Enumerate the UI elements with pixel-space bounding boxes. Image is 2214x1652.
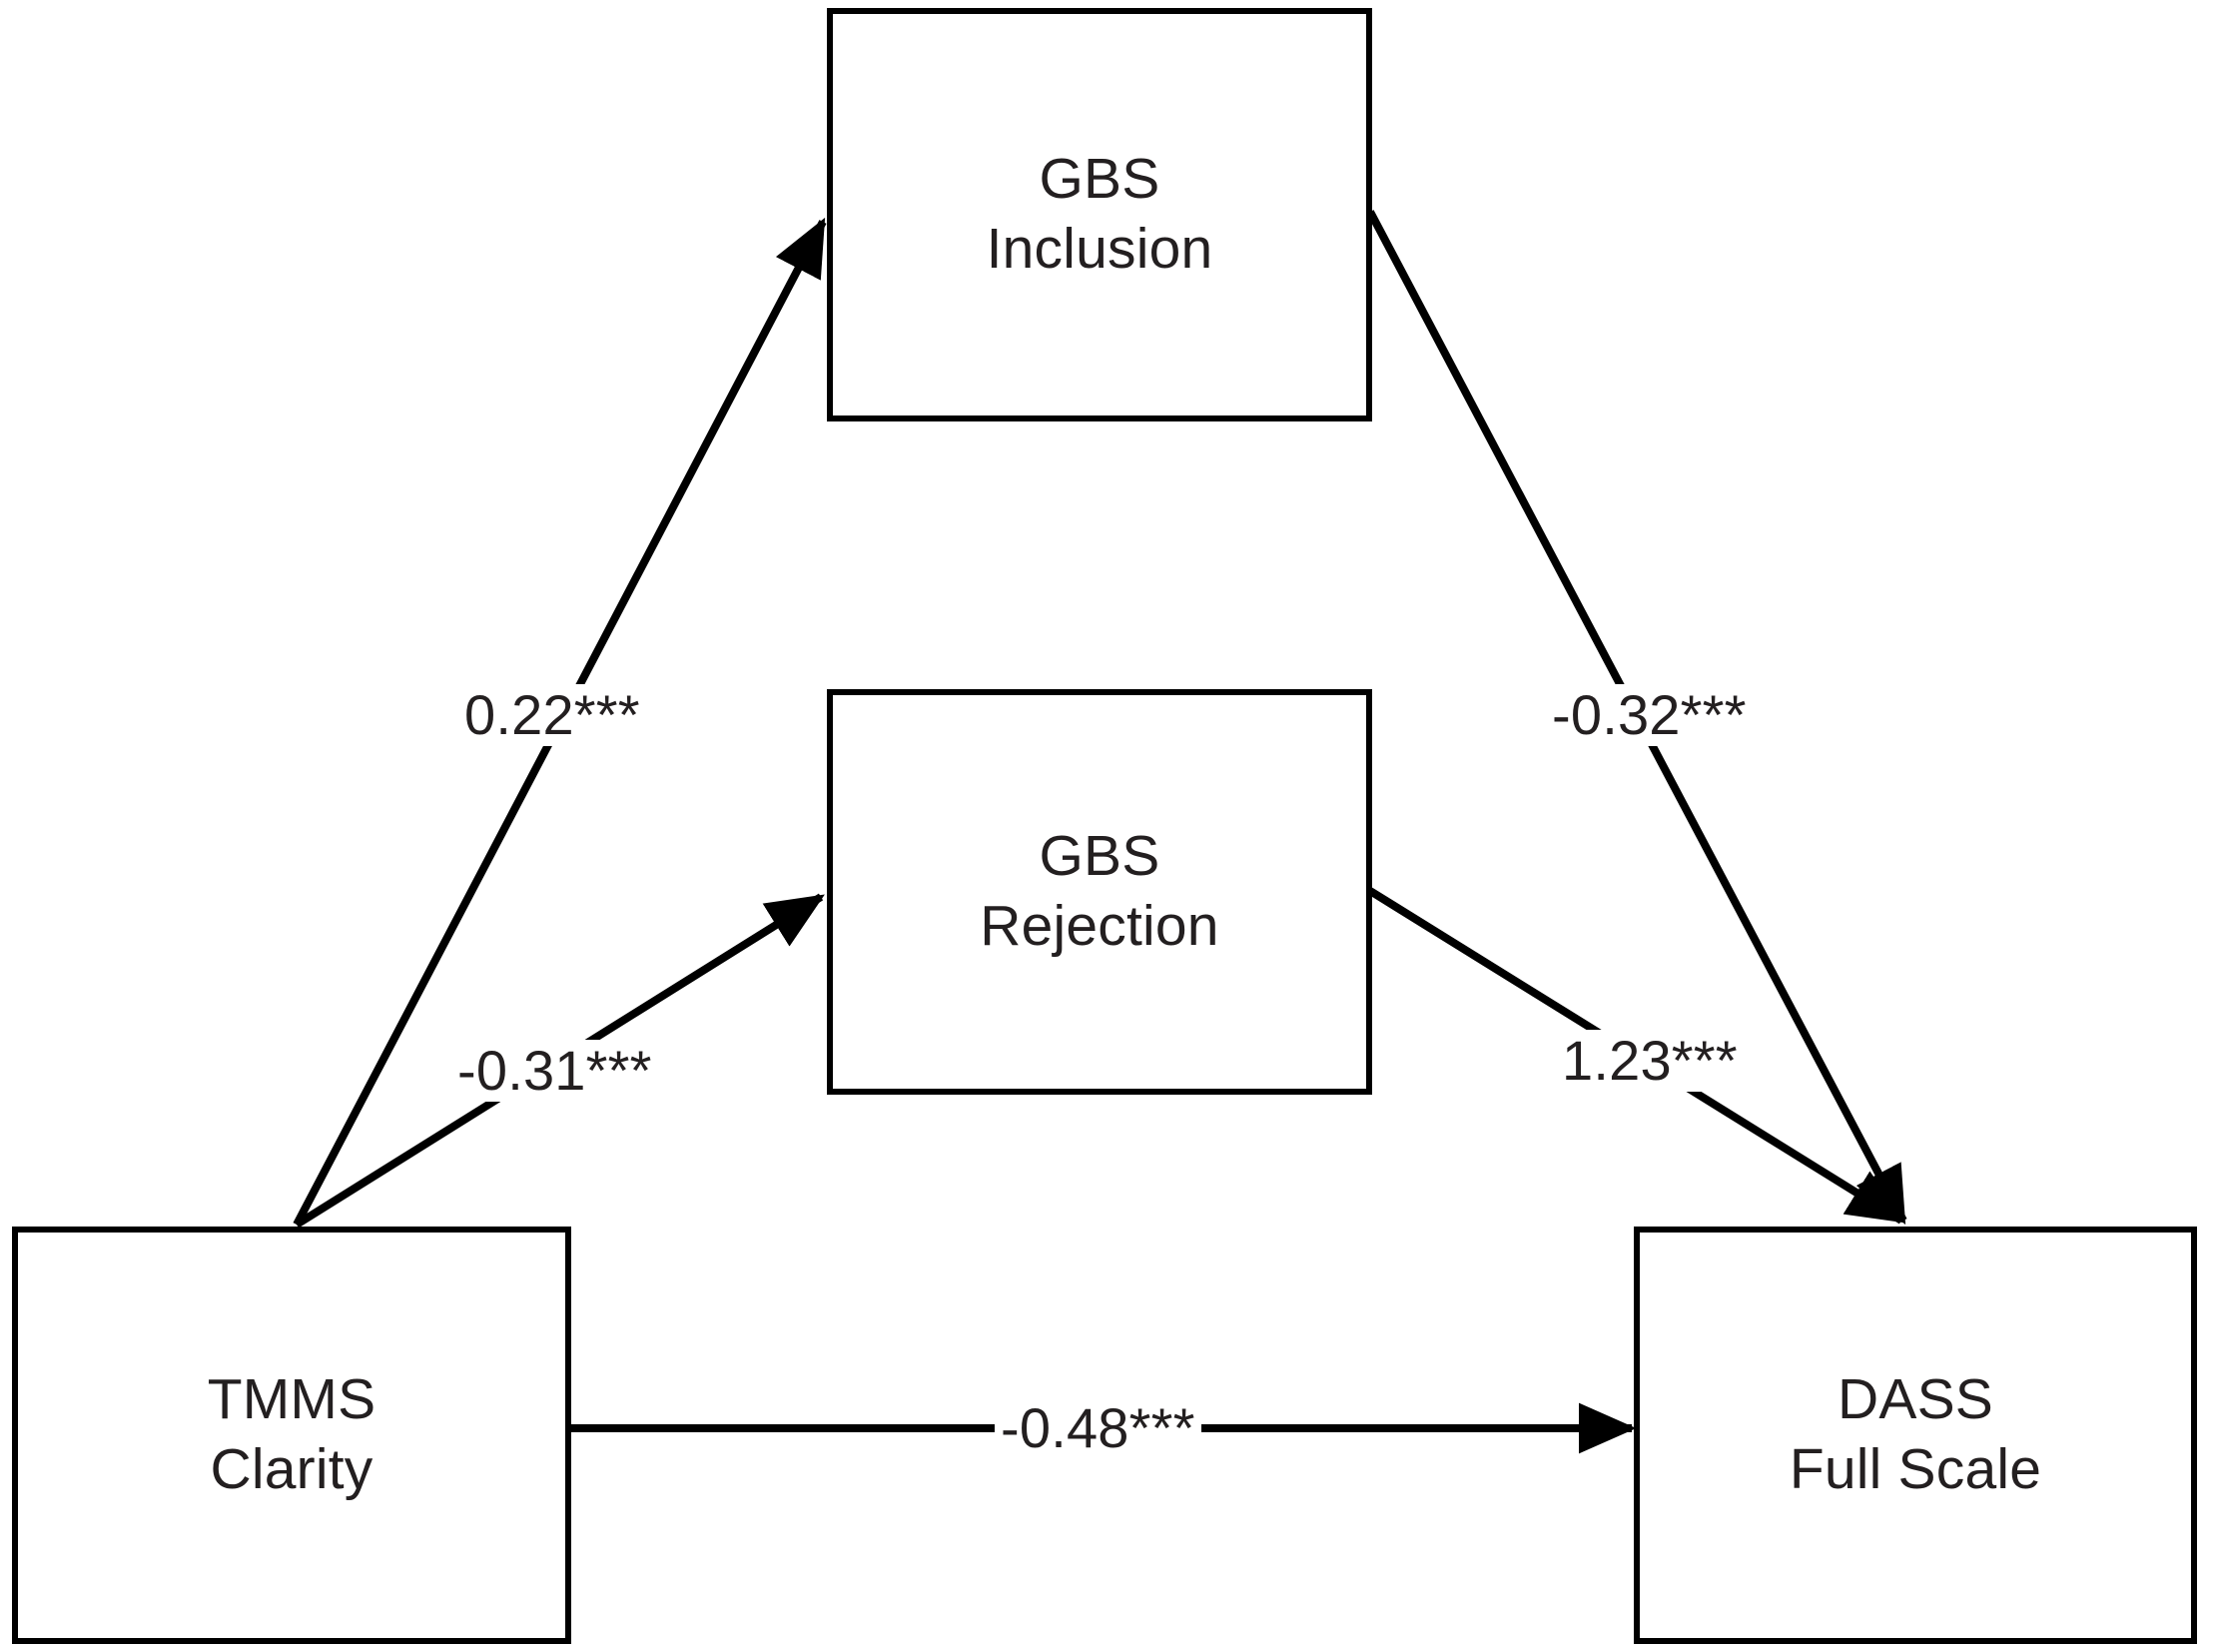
edge-label-tmms-to-inclusion: 0.22*** [458,684,646,746]
node-dass-full-scale[interactable]: DASS Full Scale [1634,1227,2197,1644]
node-label-tmms-clarity-line1: TMMS [207,1367,376,1432]
node-label-gbs-inclusion-line2: Inclusion [986,217,1213,281]
node-label-gbs-inclusion-line1: GBS [1039,147,1160,212]
node-label-tmms-clarity-line2: Clarity [210,1437,373,1501]
edge-label-rejection-to-dass: 1.23*** [1556,1030,1744,1092]
node-gbs-inclusion[interactable]: GBS Inclusion [827,8,1372,421]
node-tmms-clarity[interactable]: TMMS Clarity [12,1227,571,1644]
node-label-dass-full-scale-line1: DASS [1837,1367,1994,1432]
node-label-gbs-rejection-line2: Rejection [980,894,1219,958]
node-gbs-rejection[interactable]: GBS Rejection [827,689,1372,1095]
edge-label-tmms-to-dass: -0.48*** [995,1397,1201,1459]
node-label-gbs-rejection-line1: GBS [1039,824,1160,889]
edge-label-inclusion-to-dass: -0.32*** [1546,684,1753,746]
edge-label-tmms-to-rejection: -0.31*** [451,1040,658,1102]
node-label-dass-full-scale-line2: Full Scale [1789,1437,2042,1501]
